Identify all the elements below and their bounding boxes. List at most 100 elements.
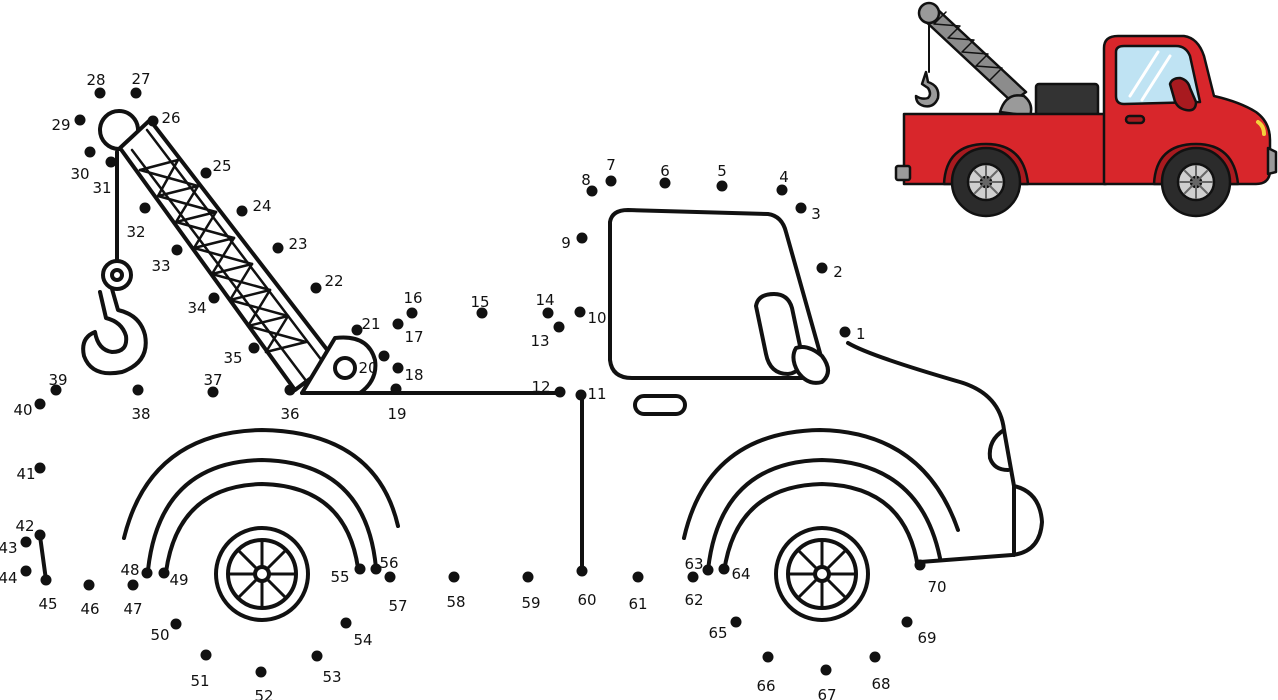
dot-number-10: 10 bbox=[587, 309, 606, 327]
dot-1 bbox=[839, 326, 851, 338]
dot-number-22: 22 bbox=[324, 272, 343, 290]
reference-front-wheel bbox=[1160, 146, 1232, 218]
dot-15 bbox=[476, 307, 488, 319]
dot-27 bbox=[130, 87, 142, 99]
dot-21 bbox=[351, 324, 363, 336]
dot-number-32: 32 bbox=[126, 223, 145, 241]
dot-number-19: 19 bbox=[387, 405, 406, 423]
dot-40 bbox=[34, 398, 46, 410]
dot-number-37: 37 bbox=[203, 371, 222, 389]
front-wheel-outline bbox=[774, 526, 870, 622]
dot-24 bbox=[236, 205, 248, 217]
dot-number-64: 64 bbox=[731, 565, 750, 583]
dot-43 bbox=[20, 536, 32, 548]
dot-number-17: 17 bbox=[404, 328, 423, 346]
dot-number-44: 44 bbox=[0, 569, 18, 587]
dot-65 bbox=[730, 616, 742, 628]
dot-37 bbox=[207, 386, 219, 398]
dot-number-50: 50 bbox=[150, 626, 169, 644]
dot-61 bbox=[632, 571, 644, 583]
tow-truck-outline bbox=[38, 109, 1044, 622]
dot-number-15: 15 bbox=[470, 293, 489, 311]
dot-number-53: 53 bbox=[322, 668, 341, 686]
dot-38 bbox=[132, 384, 144, 396]
tail-bracket bbox=[38, 534, 48, 582]
dot-number-66: 66 bbox=[756, 677, 775, 695]
dot-50 bbox=[170, 618, 182, 630]
mirror-cap bbox=[791, 345, 830, 385]
reference-mirror bbox=[1168, 76, 1198, 112]
dot-46 bbox=[83, 579, 95, 591]
dot-number-39: 39 bbox=[48, 371, 67, 389]
headlight-bump bbox=[987, 428, 1010, 472]
dot-number-9: 9 bbox=[561, 234, 571, 252]
dot-8 bbox=[586, 185, 598, 197]
dot-70 bbox=[914, 559, 926, 571]
dot-number-67: 67 bbox=[817, 686, 836, 700]
dot-13 bbox=[553, 321, 565, 333]
rear-fender-inner bbox=[164, 482, 360, 574]
dot-number-43: 43 bbox=[0, 539, 18, 557]
dot-number-68: 68 bbox=[871, 675, 890, 693]
dot-23 bbox=[272, 242, 284, 254]
dot-56 bbox=[370, 563, 382, 575]
dot-48 bbox=[141, 567, 153, 579]
dot-number-56: 56 bbox=[379, 554, 398, 572]
dot-number-21: 21 bbox=[361, 315, 380, 333]
dot-number-28: 28 bbox=[86, 71, 105, 89]
dot-64 bbox=[718, 563, 730, 575]
dot-68 bbox=[869, 651, 881, 663]
dot-25 bbox=[200, 167, 212, 179]
dot-number-8: 8 bbox=[581, 171, 591, 189]
dot-3 bbox=[795, 202, 807, 214]
dot-number-4: 4 bbox=[779, 168, 789, 186]
rear-fender-outer bbox=[122, 428, 400, 540]
dot-number-55: 55 bbox=[330, 568, 349, 586]
dot-number-29: 29 bbox=[51, 116, 70, 134]
dot-47 bbox=[127, 579, 139, 591]
dot-9 bbox=[576, 232, 588, 244]
dot-10 bbox=[574, 306, 586, 318]
dot-number-3: 3 bbox=[811, 205, 821, 223]
dot-number-30: 30 bbox=[70, 165, 89, 183]
dot-number-11: 11 bbox=[587, 385, 606, 403]
dot-number-36: 36 bbox=[280, 405, 299, 423]
dot-number-70: 70 bbox=[927, 578, 946, 596]
dots-layer: 1234567891011121314151617181920212223242… bbox=[0, 70, 947, 700]
dot-45 bbox=[40, 574, 52, 586]
dot-number-7: 7 bbox=[606, 156, 616, 174]
reference-toolbox bbox=[1034, 82, 1100, 118]
dot-2 bbox=[816, 262, 828, 274]
dot-number-42: 42 bbox=[15, 517, 34, 535]
dot-number-16: 16 bbox=[403, 289, 422, 307]
dot-7 bbox=[605, 175, 617, 187]
dot-44 bbox=[20, 565, 32, 577]
dot-33 bbox=[171, 244, 183, 256]
reference-hook bbox=[914, 70, 940, 108]
dot-number-27: 27 bbox=[131, 70, 150, 88]
dot-52 bbox=[255, 666, 267, 678]
dot-number-61: 61 bbox=[628, 595, 647, 613]
dot-18 bbox=[392, 362, 404, 374]
dot-57 bbox=[384, 571, 396, 583]
dot-number-54: 54 bbox=[353, 631, 372, 649]
crane-mount-pin bbox=[333, 356, 357, 380]
dot-number-45: 45 bbox=[38, 595, 57, 613]
dot-number-31: 31 bbox=[92, 179, 111, 197]
front-fender-outer bbox=[682, 428, 960, 540]
dot-39 bbox=[50, 384, 62, 396]
dot-12 bbox=[554, 386, 566, 398]
dot-number-41: 41 bbox=[16, 465, 35, 483]
dot-16 bbox=[406, 307, 418, 319]
dot-69 bbox=[901, 616, 913, 628]
dot-number-12: 12 bbox=[531, 378, 550, 396]
dot-number-1: 1 bbox=[856, 325, 866, 343]
dot-53 bbox=[311, 650, 323, 662]
dot-5 bbox=[716, 180, 728, 192]
dot-4 bbox=[776, 184, 788, 196]
dot-number-24: 24 bbox=[252, 197, 271, 215]
door-handle-outline bbox=[633, 394, 687, 416]
dot-54 bbox=[340, 617, 352, 629]
dot-36 bbox=[284, 384, 296, 396]
dot-number-34: 34 bbox=[187, 299, 206, 317]
